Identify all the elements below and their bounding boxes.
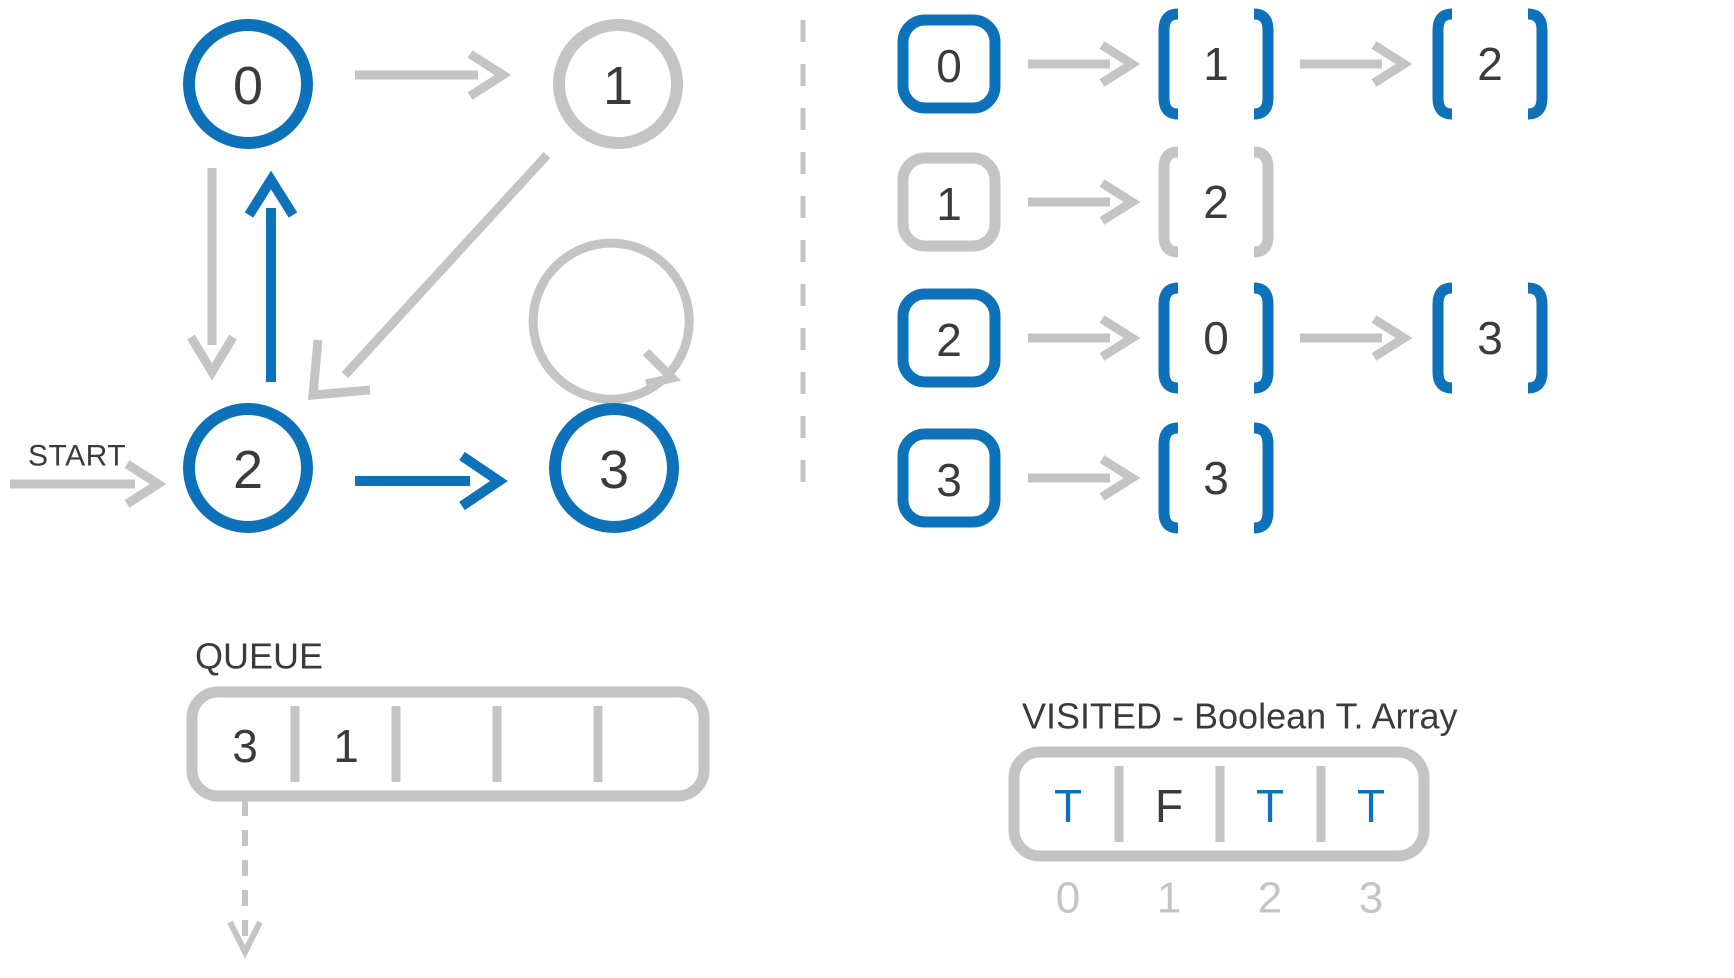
queue-title: QUEUE	[195, 636, 323, 677]
adjacency-row-1-item-0: 2	[1203, 176, 1229, 228]
adjacency-row-2-key: 2	[936, 314, 962, 366]
visited-cell-2[interactable]: T	[1256, 780, 1284, 832]
visited-cell-3[interactable]: T	[1357, 780, 1385, 832]
adjacency-row-0-item-0: 1	[1203, 38, 1229, 90]
queue-cell-1[interactable]: 1	[333, 720, 359, 772]
queue-cell-0[interactable]: 3	[232, 720, 258, 772]
edge-3-self-loop	[528, 238, 694, 404]
queue-panel: QUEUE 3 1	[186, 636, 710, 959]
edge-0-to-1	[355, 50, 512, 100]
adjacency-row-1: 1 2	[897, 146, 1274, 258]
adjacency-row-3-item-0: 3	[1203, 452, 1229, 504]
graph-node-2[interactable]: 2	[183, 403, 313, 533]
start-label: START	[28, 440, 126, 473]
visited-cell-1[interactable]: F	[1155, 780, 1183, 832]
visited-index-3: 3	[1359, 874, 1383, 923]
adjacency-row-2: 2 0 3	[897, 282, 1548, 394]
adjacency-row-2-item-0: 0	[1203, 312, 1229, 364]
adjacency-row-0-key: 0	[936, 40, 962, 92]
graph-node-0[interactable]: 0	[183, 19, 313, 149]
graph-node-3-label: 3	[599, 440, 629, 500]
edge-0-to-2	[187, 168, 237, 381]
graph-node-0-label: 0	[233, 56, 263, 116]
adjacency-row-0: 0 1 2	[897, 8, 1548, 120]
edge-2-to-0	[244, 170, 298, 382]
adjacency-row-3: 3 3	[897, 422, 1274, 534]
edge-2-to-3	[355, 451, 508, 511]
visited-index-0: 0	[1056, 874, 1080, 923]
graph-node-3[interactable]: 3	[549, 403, 679, 533]
visited-panel: VISITED - Boolean T. Array T F T T 0 1 2…	[1008, 696, 1458, 923]
visited-title: VISITED - Boolean T. Array	[1022, 696, 1458, 737]
adjacency-row-3-key: 3	[936, 454, 962, 506]
graph-node-1-label: 1	[603, 56, 633, 116]
visited-index-1: 1	[1157, 874, 1181, 923]
adjacency-row-1-key: 1	[936, 178, 962, 230]
adjacency-row-0-item-1: 2	[1477, 38, 1503, 90]
edge-1-to-2	[308, 151, 551, 400]
adjacency-row-2-item-1: 3	[1477, 312, 1503, 364]
graph-panel: START	[10, 19, 694, 533]
visited-index-2: 2	[1258, 874, 1282, 923]
graph-node-2-label: 2	[233, 440, 263, 500]
graph-node-1[interactable]: 1	[553, 19, 683, 149]
adjacency-list-panel: 0 1 2 1 2	[897, 8, 1548, 534]
start-arrow	[10, 460, 167, 508]
visited-cell-0[interactable]: T	[1054, 780, 1082, 832]
queue-dequeue-arrow	[227, 800, 263, 959]
